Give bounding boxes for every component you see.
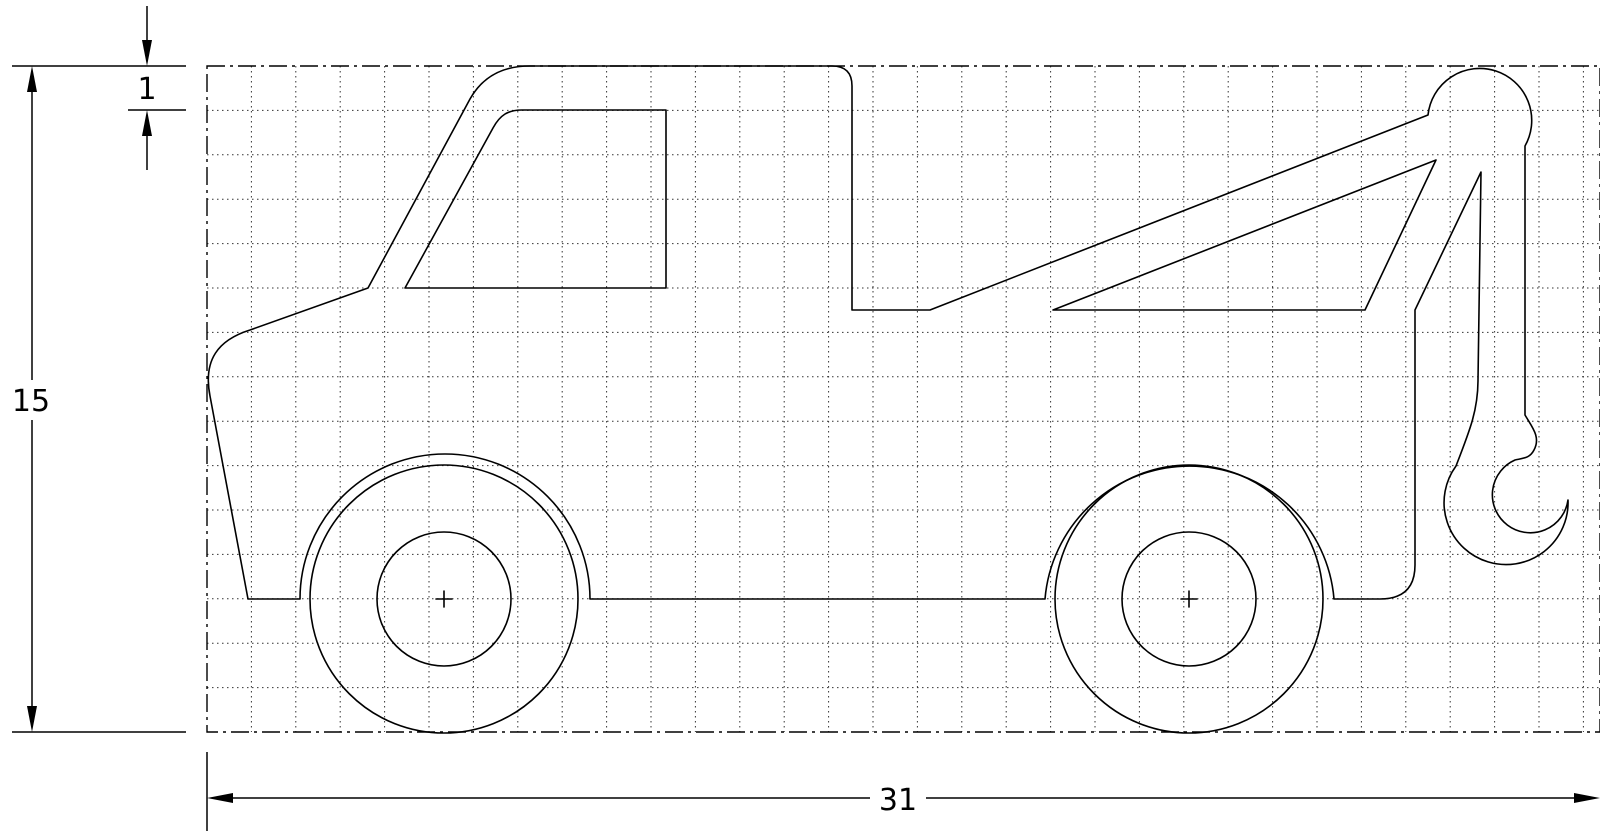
height-dimension-label: 15: [12, 384, 50, 419]
width-dimension: 31: [206, 752, 1600, 831]
grid-unit-dimension: 1: [128, 6, 186, 170]
boom-cutout: [1052, 159, 1437, 311]
truck-body-outline: [207, 65, 1569, 600]
front-wheel-center-mark: [435, 590, 453, 608]
cab-window: [404, 109, 667, 289]
front-wheel-hub: [376, 531, 512, 667]
rear-wheel: [1054, 464, 1324, 734]
grid-unit-dimension-label: 1: [137, 72, 156, 107]
rear-wheel-tire: [1054, 464, 1324, 734]
bounding-frame: [206, 65, 1600, 733]
front-wheel-tire: [309, 464, 579, 734]
front-wheel: [309, 464, 579, 734]
height-dimension: 15: [8, 65, 186, 733]
rear-wheel-center-mark: [1180, 590, 1198, 608]
grid: [207, 66, 1600, 732]
rear-wheel-hub: [1121, 531, 1257, 667]
width-dimension-label: 31: [879, 783, 917, 818]
